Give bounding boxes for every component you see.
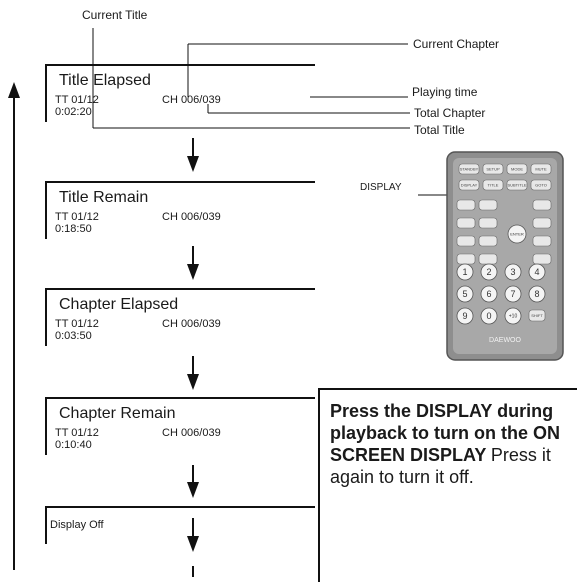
remote-btn-transport-left-0 bbox=[456, 199, 476, 211]
osd-panel-title-remain: Title Remain TT 01/12 CH 006/039 0:18:50 bbox=[45, 181, 315, 239]
down-arrow-5 bbox=[187, 518, 199, 552]
remote-btn-standby-label: STANDBY bbox=[460, 167, 479, 172]
remote-btn-digit-5-label: 6 bbox=[486, 289, 491, 299]
remote-control-illustration: STANDBY SETUP MODE MUTE DISPLAY TITLE SUBTITLE… bbox=[446, 151, 564, 361]
panel-tt: TT 01/12 bbox=[55, 318, 99, 330]
remote-brand-text: DAEWOO bbox=[489, 337, 521, 344]
remote-btn-transport-right-2 bbox=[532, 235, 552, 247]
remote-btn-transport-right-1 bbox=[532, 217, 552, 229]
osd-panel-title-elapsed: Title Elapsed TT 01/12 CH 006/039 0:02:2… bbox=[45, 64, 315, 122]
panel-ch: CH 006/039 bbox=[162, 318, 221, 330]
down-arrow-2 bbox=[187, 246, 199, 280]
panel-time: 0:10:40 bbox=[55, 439, 92, 451]
osd-panel-display-off: Display Off bbox=[45, 506, 315, 544]
current-title-label: Current Title bbox=[82, 8, 148, 22]
panel-title: Display Off bbox=[50, 519, 104, 531]
down-arrow-1 bbox=[187, 138, 199, 172]
display-label: DISPLAY bbox=[360, 182, 402, 193]
osd-panel-chapter-remain: Chapter Remain TT 01/12 CH 006/039 0:10:… bbox=[45, 397, 315, 455]
remote-btn-digit-1-label: 2 bbox=[486, 267, 491, 277]
remote-btn-transport-right-3 bbox=[532, 253, 552, 265]
down-arrow-4 bbox=[187, 465, 199, 498]
remote-btn-digit-10 bbox=[504, 307, 522, 325]
panel-ch: CH 006/039 bbox=[162, 427, 221, 439]
remote-btn-standby bbox=[458, 163, 480, 175]
remote-btn-digit-8 bbox=[456, 307, 474, 325]
remote-btn-digit-2-label: 3 bbox=[510, 267, 515, 277]
remote-btn-shift bbox=[528, 309, 546, 322]
remote-btn-setup-label: SETUP bbox=[486, 167, 500, 172]
instruction-normal-text: Press it again to turn it off. bbox=[330, 445, 551, 487]
total-chapter-label: Total Chapter bbox=[414, 106, 486, 120]
current-chapter-label: Current Chapter bbox=[413, 37, 500, 51]
playing-time-label: Playing time bbox=[412, 85, 478, 99]
remote-btn-mute-label: MUTE bbox=[535, 167, 547, 172]
remote-btn-transport-mid-0 bbox=[478, 199, 498, 211]
osd-panel-chapter-elapsed: Chapter Elapsed TT 01/12 CH 006/039 0:03… bbox=[45, 288, 315, 346]
remote-btn-digit-9 bbox=[480, 307, 498, 325]
remote-btn-setup bbox=[482, 163, 504, 175]
remote-btn-display bbox=[458, 179, 480, 191]
remote-btn-digit-6-label: 7 bbox=[510, 289, 515, 299]
panel-time: 0:03:50 bbox=[55, 330, 92, 342]
remote-btn-digit-1 bbox=[480, 263, 498, 281]
remote-btn-digit-5 bbox=[480, 285, 498, 303]
remote-btn-digit-7-label: 8 bbox=[534, 289, 539, 299]
remote-btn-digit-4-label: 5 bbox=[462, 289, 467, 299]
panel-time: 0:02:20 bbox=[55, 106, 92, 118]
panel-time: 0:18:50 bbox=[55, 223, 92, 235]
remote-btn-goto-label: GOTO bbox=[535, 183, 547, 188]
remote-btn-shift-label: SHIFT bbox=[531, 313, 543, 318]
instruction-bold-text: Press the DISPLAY during playback to tur… bbox=[330, 401, 561, 465]
remote-btn-transport-mid-1 bbox=[478, 217, 498, 229]
panel-title: Title Remain bbox=[59, 189, 149, 206]
remote-btn-digit-7 bbox=[528, 285, 546, 303]
remote-btn-transport-mid-3 bbox=[478, 253, 498, 265]
remote-btn-digit-3-label: 4 bbox=[534, 267, 539, 277]
remote-btn-digit-4 bbox=[456, 285, 474, 303]
down-arrow-3 bbox=[187, 356, 199, 390]
remote-btn-digit-3 bbox=[528, 263, 546, 281]
remote-btn-title-label: TITLE bbox=[488, 183, 499, 188]
panel-tt: TT 01/12 bbox=[55, 427, 99, 439]
panel-title: Title Elapsed bbox=[59, 72, 151, 89]
remote-btn-transport-mid-2 bbox=[478, 235, 498, 247]
remote-btn-subtitle bbox=[506, 179, 528, 191]
panel-tt: TT 01/12 bbox=[55, 211, 99, 223]
remote-btn-digit-10-label: +10 bbox=[509, 314, 518, 320]
remote-btn-digit-6 bbox=[504, 285, 522, 303]
remote-btn-transport-right-0 bbox=[532, 199, 552, 211]
panel-title: Chapter Remain bbox=[59, 405, 176, 422]
total-title-label: Total Title bbox=[414, 123, 465, 137]
remote-btn-digit-9-label: 0 bbox=[486, 311, 491, 321]
remote-btn-digit-0-label: 1 bbox=[462, 267, 467, 277]
panel-ch: CH 006/039 bbox=[162, 94, 221, 106]
panel-title: Chapter Elapsed bbox=[59, 296, 179, 313]
remote-btn-goto bbox=[530, 179, 552, 191]
remote-btn-mute bbox=[530, 163, 552, 175]
panel-ch: CH 006/039 bbox=[162, 211, 221, 223]
remote-btn-display-label: DISPLAY bbox=[461, 183, 478, 188]
remote-btn-enter bbox=[507, 224, 527, 244]
remote-btn-digit-8-label: 9 bbox=[462, 311, 467, 321]
remote-btn-mode-label: MODE bbox=[511, 167, 523, 172]
panel-tt: TT 01/12 bbox=[55, 94, 99, 106]
remote-btn-subtitle-label: SUBTITLE bbox=[507, 183, 526, 188]
remote-btn-transport-left-3 bbox=[456, 253, 476, 265]
instruction-box: Press the DISPLAY during playback to tur… bbox=[318, 388, 577, 582]
remote-btn-digit-0 bbox=[456, 263, 474, 281]
remote-btn-transport-left-2 bbox=[456, 235, 476, 247]
remote-btn-enter-label: ENTER bbox=[510, 231, 524, 236]
remote-btn-digit-2 bbox=[504, 263, 522, 281]
remote-btn-mode bbox=[506, 163, 528, 175]
remote-btn-transport-left-1 bbox=[456, 217, 476, 229]
remote-btn-title bbox=[482, 179, 504, 191]
